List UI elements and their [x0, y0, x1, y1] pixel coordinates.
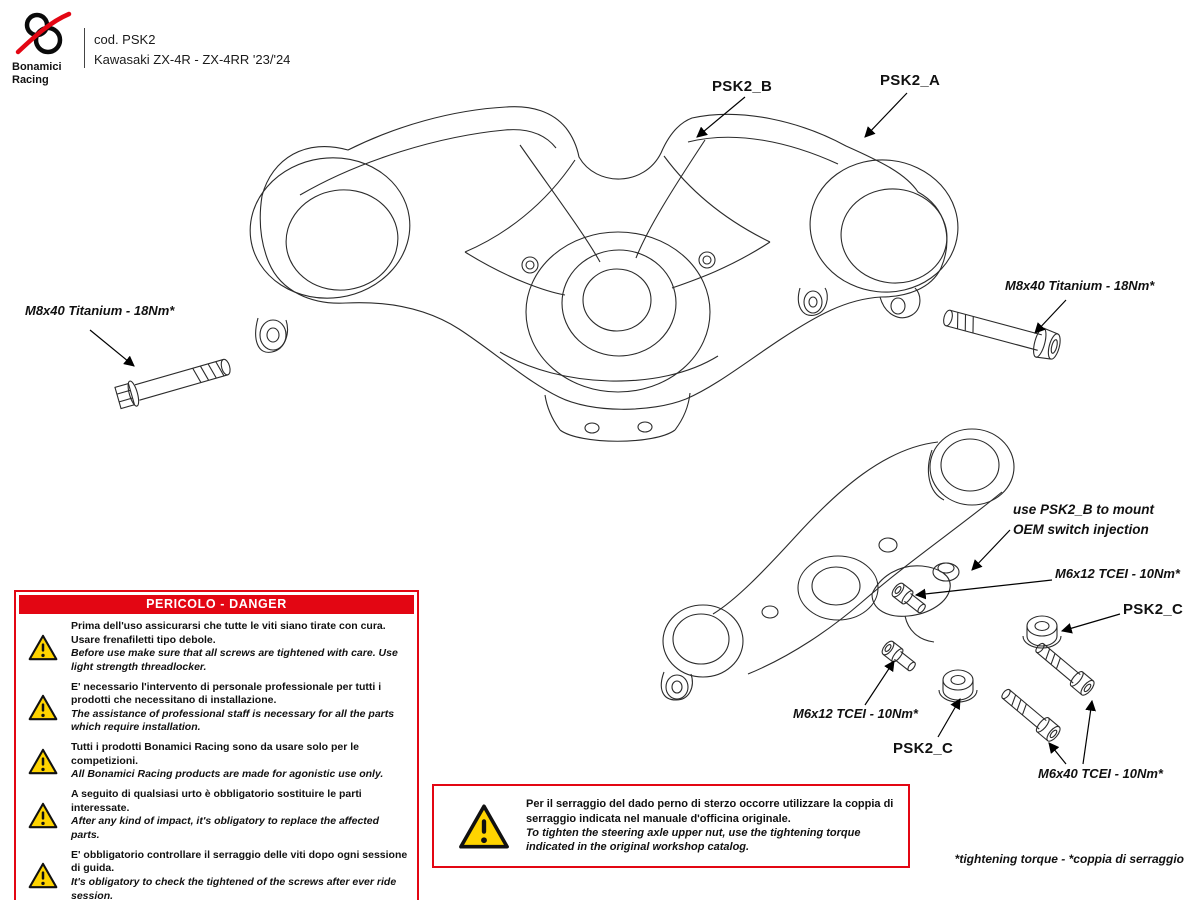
danger-item: E' necessario l'intervento di personale …	[16, 678, 417, 739]
leader-lines	[89, 92, 1121, 765]
m8-bolt-left-drawing	[114, 358, 231, 410]
danger-text-en: Before use make sure that all screws are…	[71, 647, 398, 673]
brand-logo: Bonamici Racing	[12, 10, 82, 86]
danger-text-en: After any kind of impact, it's obligator…	[71, 815, 380, 841]
header-divider	[84, 28, 85, 68]
danger-text-it: Prima dell'uso assicurarsi che tutte le …	[71, 620, 386, 646]
upper-triple-clamp-drawing	[249, 106, 959, 442]
danger-item: Prima dell'uso assicurarsi che tutte le …	[16, 617, 417, 678]
danger-item-text: Tutti i prodotti Bonamici Racing sono da…	[71, 741, 409, 782]
model-name: Kawasaki ZX-4R - ZX-4RR '23/'24	[94, 52, 291, 68]
danger-text-it: E' necessario l'intervento di personale …	[71, 680, 382, 707]
callout-psk2-c-lower: PSK2_C	[893, 740, 954, 757]
danger-item-text: E' necessario l'intervento di personale …	[71, 681, 409, 736]
danger-text-it: E' obbligatorio controllare il serraggio…	[71, 848, 408, 875]
danger-item: Tutti i prodotti Bonamici Racing sono da…	[16, 738, 417, 785]
warning-triangle-icon	[459, 803, 509, 849]
danger-text-it: Tutti i prodotti Bonamici Racing sono da…	[71, 741, 360, 767]
danger-text-en: All Bonamici Racing products are made fo…	[71, 768, 384, 781]
danger-item-text: E' obbligatorio controllare il serraggio…	[71, 849, 409, 900]
steering-note-it: Per il serraggio del dado perno di sterz…	[526, 798, 894, 825]
steering-note-box: Per il serraggio del dado perno di sterz…	[432, 784, 910, 868]
danger-box: PERICOLO - DANGER Prima dell'uso assicur…	[14, 590, 419, 900]
warning-triangle-icon	[28, 748, 58, 775]
steering-note-en: To tighten the steering axle upper nut, …	[526, 827, 861, 854]
brand-name-line1: Bonamici	[12, 61, 62, 73]
danger-item-text: Prima dell'uso assicurarsi che tutte le …	[71, 620, 409, 675]
product-code: cod. PSK2	[94, 32, 156, 47]
lower-triple-clamp-drawing	[660, 428, 1015, 701]
danger-item: A seguito di qualsiasi urto è obbligator…	[16, 785, 417, 846]
brand-name-line2: Racing	[12, 73, 49, 86]
callout-psk2-b: PSK2_B	[712, 78, 773, 95]
warning-triangle-icon	[28, 863, 58, 889]
m8-bolt-right-drawing	[943, 309, 1061, 360]
danger-text-en: It's obligatory to check the tightened o…	[71, 875, 397, 900]
steering-note-text: Per il serraggio del dado perno di sterz…	[526, 797, 894, 854]
callout-m8-left: M8x40 Titanium - 18Nm*	[25, 303, 175, 318]
callout-m6x40: M6x40 TCEI - 10Nm*	[1038, 766, 1163, 781]
warning-triangle-icon	[28, 695, 58, 721]
danger-item: E' obbligatorio controllare il serraggio…	[16, 846, 417, 900]
callout-psk2-a: PSK2_A	[880, 72, 941, 89]
m6-hardware-drawing	[881, 582, 1095, 742]
callout-m6x12-upper: M6x12 TCEI - 10Nm*	[1055, 566, 1180, 581]
danger-box-title: PERICOLO - DANGER	[19, 595, 414, 614]
bonamici-logo-icon	[15, 11, 72, 55]
danger-text-en: The assistance of professional staff is …	[71, 707, 395, 734]
torque-footnote: *tightening torque - *coppia di serraggi…	[954, 852, 1184, 866]
danger-text-it: A seguito di qualsiasi urto è obbligator…	[71, 788, 362, 814]
warning-triangle-icon	[28, 634, 58, 660]
warning-triangle-icon	[28, 802, 58, 829]
danger-item-text: A seguito di qualsiasi urto è obbligator…	[71, 788, 409, 843]
callout-m6x12-lower: M6x12 TCEI - 10Nm*	[793, 706, 918, 721]
callout-m8-right: M8x40 Titanium - 18Nm*	[1005, 278, 1155, 293]
header-text: cod. PSK2 Kawasaki ZX-4R - ZX-4RR '23/'2…	[94, 30, 290, 70]
callout-switch-note: use PSK2_B to mount OEM switch injection	[1013, 502, 1155, 537]
callout-psk2-c-upper: PSK2_C	[1123, 601, 1184, 618]
